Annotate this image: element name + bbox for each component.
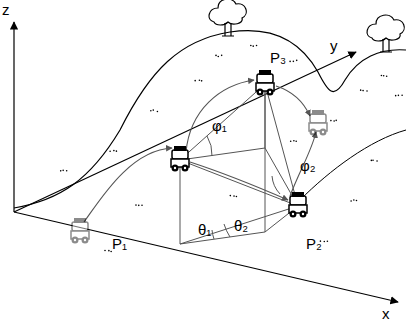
angle-label: φ₁ xyxy=(212,118,227,133)
angle-label: θ₁ xyxy=(198,222,211,237)
point-label: P₃ xyxy=(270,50,286,65)
point-label: P₂ xyxy=(306,236,322,251)
axis-label: z xyxy=(2,2,10,17)
point-label: P₁ xyxy=(112,236,127,251)
angle-label: φ₂ xyxy=(300,158,316,173)
axis-label: y xyxy=(330,38,338,53)
angle-label: θ₂ xyxy=(234,218,248,233)
axis-label: x xyxy=(382,306,390,321)
